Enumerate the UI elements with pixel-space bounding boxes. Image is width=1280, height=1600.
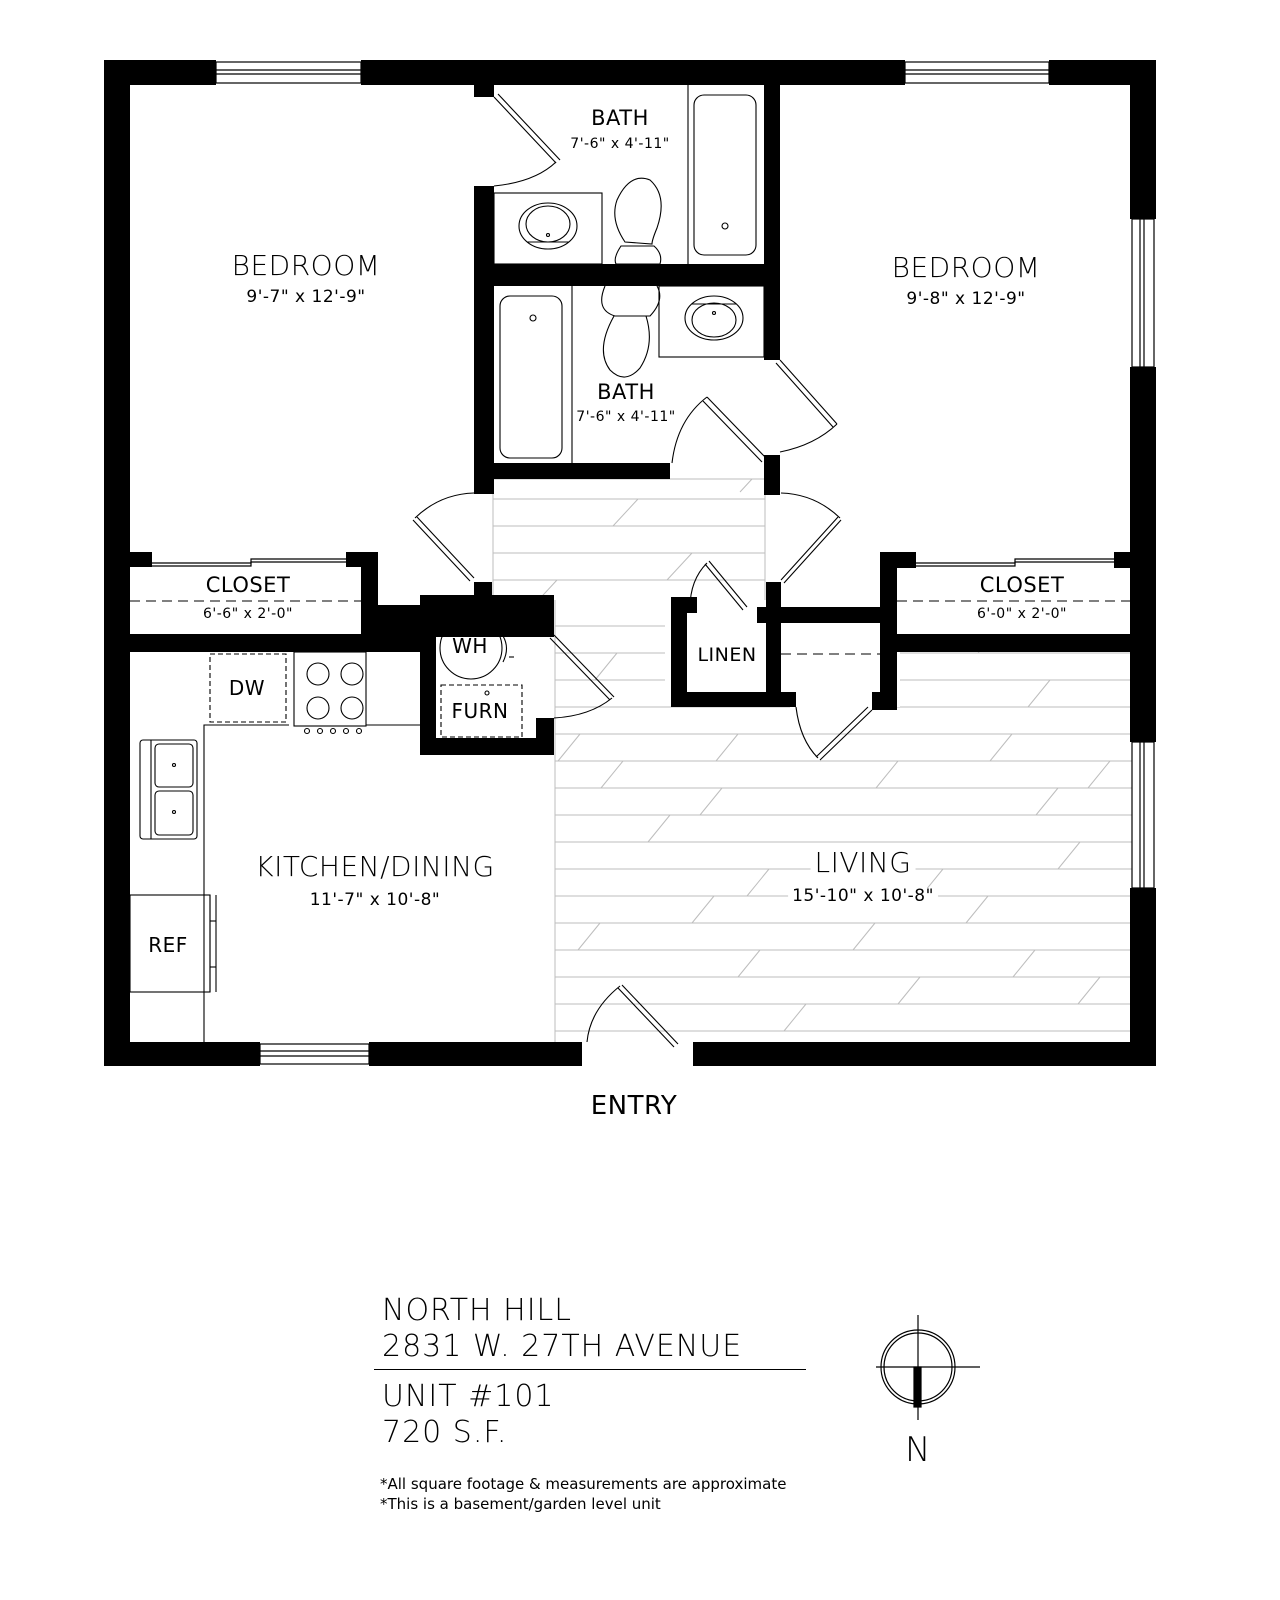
- building-address: 2831 W. 27TH AVENUE: [382, 1329, 743, 1364]
- closet-shelf-lines: [130, 600, 1134, 655]
- closet-sliding-doors: [152, 558, 1114, 567]
- unit-number: UNIT #101: [382, 1379, 555, 1414]
- room-name-bedroom-left: BEDROOM: [231, 249, 381, 282]
- title-divider: [374, 1369, 806, 1370]
- walls: [104, 60, 1156, 1066]
- room-name-kitchen-dining: KITCHEN/DINING: [255, 850, 495, 883]
- unit-area: 720 S.F.: [382, 1415, 508, 1450]
- room-name-bedroom-right: BEDROOM: [891, 251, 1041, 284]
- building-name: NORTH HILL: [382, 1293, 572, 1328]
- note-approximate: *All square footage & measurements are a…: [380, 1475, 787, 1493]
- room-dims-living: 15'-10" x 10'-8": [788, 888, 938, 905]
- doors: [412, 93, 873, 1048]
- room-name-linen: LINEN: [697, 644, 757, 666]
- room-dims-bath-lower: 7'-6" x 4'-11": [576, 409, 676, 425]
- appliance-label-furnace: FURN: [451, 699, 509, 723]
- living-floor-hatch: [555, 625, 1134, 1032]
- title-block: NORTH HILL 2831 W. 27TH AVENUE UNIT #101…: [374, 1293, 806, 1450]
- room-name-closet-right: CLOSET: [979, 573, 1065, 597]
- room-name-closet-left: CLOSET: [205, 573, 291, 597]
- bath-fixtures: [493, 85, 765, 463]
- room-name-bath-upper: BATH: [591, 106, 649, 130]
- room-dims-kitchen-dining: 11'-7" x 10'-8": [309, 890, 441, 910]
- room-dims-bedroom-left: 9'-7" x 12'-9": [246, 287, 366, 307]
- room-name-living: LIVING: [810, 849, 916, 877]
- room-dims-bath-upper: 7'-6" x 4'-11": [570, 136, 670, 152]
- room-dims-bedroom-right: 9'-8" x 12'-9": [906, 289, 1026, 309]
- north-arrow: [876, 1315, 980, 1420]
- room-dims-closet-right: 6'-0" x 2'-0": [977, 606, 1067, 622]
- kitchen-fixtures: [129, 616, 523, 1042]
- windows: [215, 61, 1155, 1065]
- north-label: N: [905, 1430, 931, 1470]
- appliance-label-refrigerator: REF: [148, 933, 188, 957]
- disclaimer-notes: *All square footage & measurements are a…: [380, 1474, 786, 1514]
- room-name-bath-lower: BATH: [597, 380, 655, 404]
- appliance-label-water-heater: WH: [452, 634, 488, 658]
- entry-label: ENTRY: [590, 1091, 678, 1121]
- hall-floor-hatch: [493, 478, 765, 603]
- note-basement: *This is a basement/garden level unit: [380, 1495, 661, 1513]
- appliance-label-dishwasher: DW: [228, 676, 266, 700]
- room-dims-closet-left: 6'-6" x 2'-0": [203, 606, 293, 622]
